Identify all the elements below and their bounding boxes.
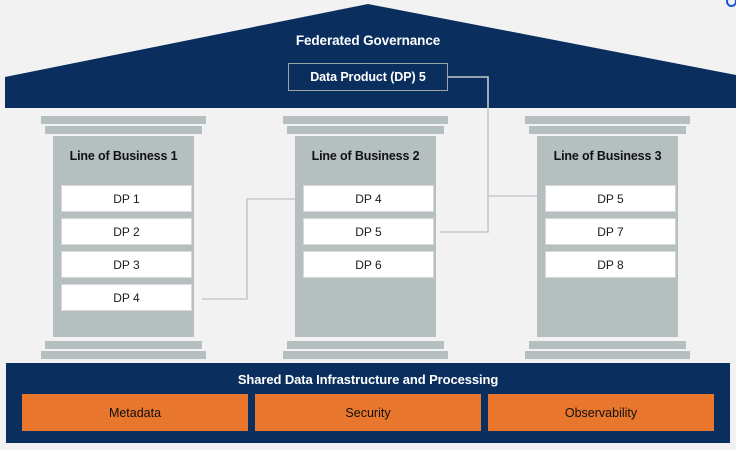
column2-base-outer <box>283 351 448 359</box>
column3-cap-outer <box>525 116 690 124</box>
column2-cap-inner <box>287 126 444 134</box>
circle-outline-icon[interactable] <box>726 0 736 7</box>
column3-cap-inner <box>529 126 686 134</box>
column2-data-product-3[interactable]: DP 6 <box>303 251 434 278</box>
column2-base-inner <box>287 341 444 349</box>
column3-base-inner <box>529 341 686 349</box>
column1-cap-inner <box>45 126 202 134</box>
column1-data-product-4[interactable]: DP 4 <box>61 284 192 311</box>
column2-data-product-1[interactable]: DP 4 <box>303 185 434 212</box>
federated-governance-title: Federated Governance <box>295 33 441 48</box>
column1-base-inner <box>45 341 202 349</box>
infrastructure-box-security[interactable]: Security <box>255 394 481 431</box>
column1-cap-outer <box>41 116 206 124</box>
column2-cap-outer <box>283 116 448 124</box>
column1-data-product-2[interactable]: DP 2 <box>61 218 192 245</box>
column3-data-product-3[interactable]: DP 8 <box>545 251 676 278</box>
column3-data-product-1[interactable]: DP 5 <box>545 185 676 212</box>
shared-infrastructure-title: Shared Data Infrastructure and Processin… <box>237 372 499 387</box>
column2-title: Line of Business 2 <box>311 149 420 163</box>
column1-title: Line of Business 1 <box>69 149 178 163</box>
column1-base-outer <box>41 351 206 359</box>
infrastructure-box-observability[interactable]: Observability <box>488 394 714 431</box>
governance-data-product-box[interactable]: Data Product (DP) 5 <box>288 63 448 91</box>
federated-governance-roof <box>5 4 736 108</box>
connector-lob1dp4-lob2dp4 <box>202 198 295 300</box>
shared-infrastructure-band: Shared Data Infrastructure and Processin… <box>6 363 730 443</box>
column3-base-outer <box>525 351 690 359</box>
column1-data-product-3[interactable]: DP 3 <box>61 251 192 278</box>
column3-data-product-2[interactable]: DP 7 <box>545 218 676 245</box>
column1-data-product-1[interactable]: DP 1 <box>61 185 192 212</box>
column3-title: Line of Business 3 <box>553 149 662 163</box>
column2-data-product-2[interactable]: DP 5 <box>303 218 434 245</box>
infrastructure-box-metadata[interactable]: Metadata <box>22 394 248 431</box>
